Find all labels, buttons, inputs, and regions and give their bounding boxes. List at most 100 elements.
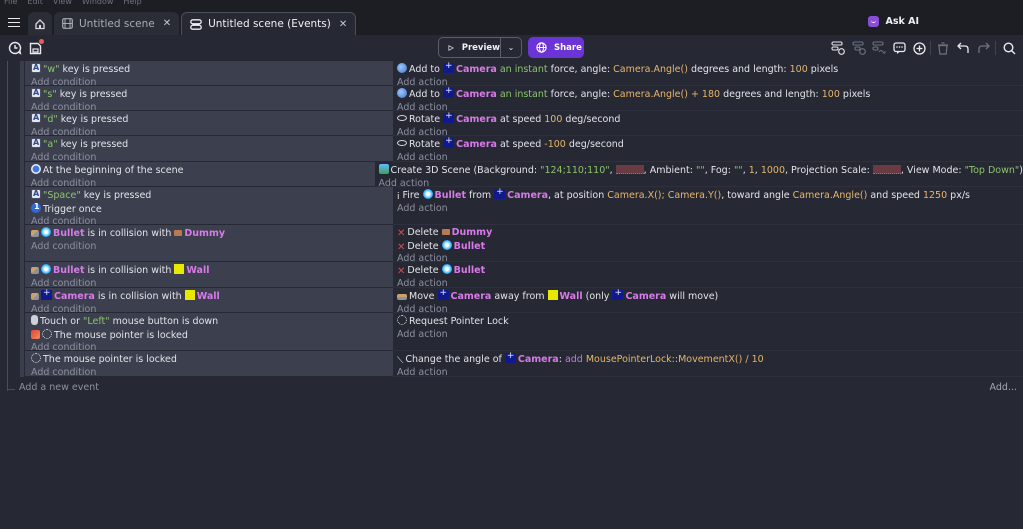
wall-object-icon <box>174 264 185 274</box>
condition[interactable]: Bullet is in collision with Wall <box>31 264 393 278</box>
event-drag-handle[interactable] <box>20 313 25 351</box>
text: Add to <box>409 64 443 75</box>
add-condition-button[interactable]: Add condition <box>31 303 97 315</box>
wall-object-icon <box>184 290 195 300</box>
condition[interactable]: "d" key is pressed <box>31 112 393 127</box>
event-drag-handle[interactable] <box>20 288 25 313</box>
event-drag-handle[interactable] <box>20 111 25 136</box>
add-action-button[interactable]: Add action <box>397 76 448 88</box>
add-action-button[interactable]: Add action <box>397 126 448 138</box>
add-comment-button[interactable] <box>891 40 907 56</box>
add-action-button[interactable]: Add action <box>397 202 448 214</box>
action[interactable]: ⟍Change the angle of Camera: add MousePo… <box>397 350 1023 367</box>
tab-scene[interactable]: Untitled scene ✕ <box>54 12 180 35</box>
condition[interactable]: Trigger once <box>31 201 393 217</box>
add-action-button[interactable]: Add action <box>397 328 448 340</box>
add-more-button[interactable] <box>911 40 927 56</box>
add-action-button[interactable]: Add action <box>397 366 448 378</box>
main-menu-button[interactable] <box>0 10 28 35</box>
event-drag-handle[interactable] <box>20 86 25 111</box>
add-condition-button[interactable]: Add condition <box>30 177 97 189</box>
action[interactable]: ✕Delete Dummy <box>397 227 1023 240</box>
delete-button[interactable] <box>935 40 951 56</box>
ask-ai-button[interactable]: Ask AI <box>868 16 919 27</box>
action[interactable]: Request Pointer Lock <box>397 315 1023 329</box>
preview-button[interactable]: Preview <box>439 38 501 57</box>
add-condition-button[interactable]: Add condition <box>31 240 97 252</box>
event-drag-handle[interactable] <box>20 351 25 377</box>
event-drag-handle[interactable] <box>20 187 25 225</box>
add-condition-button[interactable]: Add condition <box>31 342 97 353</box>
event-drag-handle[interactable] <box>20 136 25 162</box>
add-action-button[interactable]: Add action <box>397 277 448 289</box>
event-drag-handle[interactable] <box>20 162 25 187</box>
history-button[interactable] <box>7 40 23 56</box>
condition[interactable]: Touch or "Left" mouse button is down <box>31 315 393 329</box>
add-action-button[interactable]: Add action <box>397 253 448 264</box>
event-drag-handle[interactable] <box>20 61 25 86</box>
condition[interactable]: The mouse pointer is locked <box>31 328 393 343</box>
tab-events[interactable]: Untitled scene (Events) ✕ <box>181 12 357 35</box>
add-new-event-button[interactable]: Add a new event <box>19 382 99 393</box>
event-drag-handle[interactable] <box>20 225 25 262</box>
action[interactable]: Rotate Camera at speed 100 deg/second <box>397 110 1023 127</box>
tab-home[interactable] <box>28 12 52 35</box>
add-condition-button[interactable]: Add condition <box>31 151 97 163</box>
condition[interactable]: "Space" key is pressed <box>31 188 393 203</box>
action[interactable]: Add to Camera an instant force, angle: C… <box>397 60 1023 77</box>
add-action-button[interactable]: Add action <box>397 303 448 315</box>
action[interactable]: Move Camera away from Wall (only Camera … <box>397 287 1023 304</box>
add-more-menu-button[interactable]: Add... <box>989 382 1017 393</box>
preview-options-dropdown[interactable]: ⌄ <box>501 43 521 52</box>
add-condition-button[interactable]: Add condition <box>31 76 97 88</box>
action[interactable]: Rotate Camera at speed -100 deg/second <box>397 135 1023 152</box>
add-action-button[interactable]: Add action <box>378 177 430 189</box>
close-tab-icon[interactable]: ✕ <box>162 18 172 29</box>
add-condition-button[interactable]: Add condition <box>31 126 97 138</box>
condition[interactable]: "w" key is pressed <box>31 62 393 77</box>
condition[interactable]: "a" key is pressed <box>31 137 393 152</box>
condition[interactable]: "s" key is pressed <box>31 87 393 102</box>
search-button[interactable] <box>1001 40 1017 56</box>
add-condition-button[interactable]: Add condition <box>31 101 97 113</box>
add-comment-like-button[interactable] <box>871 40 887 56</box>
add-subevent-button[interactable] <box>851 40 867 56</box>
action[interactable]: Create 3D Scene (Background: "124;110;11… <box>378 164 1023 178</box>
event-drag-handle[interactable] <box>20 262 25 288</box>
close-tab-icon[interactable]: ✕ <box>338 18 348 30</box>
add-action-button[interactable]: Add action <box>397 151 448 163</box>
action[interactable]: Add to Camera an instant force, angle: C… <box>397 85 1023 102</box>
add-action-button[interactable]: Add action <box>397 101 448 113</box>
action[interactable]: ✕Delete Bullet <box>397 264 1023 278</box>
menu-window[interactable]: Window <box>81 0 114 6</box>
add-condition-button[interactable]: Add condition <box>31 277 97 289</box>
condition[interactable]: Bullet is in collision with Dummy <box>31 227 393 241</box>
add-event-toolbar-button[interactable] <box>830 40 846 56</box>
add-condition-button[interactable]: Add condition <box>31 216 97 227</box>
share-button[interactable]: Share <box>528 37 584 58</box>
undo-button[interactable] <box>955 40 971 56</box>
add-condition-button[interactable]: Add condition <box>31 366 97 378</box>
save-button[interactable] <box>27 39 44 56</box>
condition[interactable]: The mouse pointer is locked <box>31 353 393 367</box>
menu-file[interactable]: File <box>4 0 18 6</box>
condition[interactable]: At the beginning of the scene <box>30 164 375 178</box>
condition[interactable]: Camera is in collision with Wall <box>31 287 393 304</box>
action[interactable]: ✕Delete Bullet <box>397 239 1023 254</box>
menu-help[interactable]: Help <box>123 0 142 6</box>
menu-view[interactable]: View <box>52 0 72 6</box>
menu-edit[interactable]: Edit <box>27 0 43 6</box>
redo-button[interactable] <box>975 40 991 56</box>
